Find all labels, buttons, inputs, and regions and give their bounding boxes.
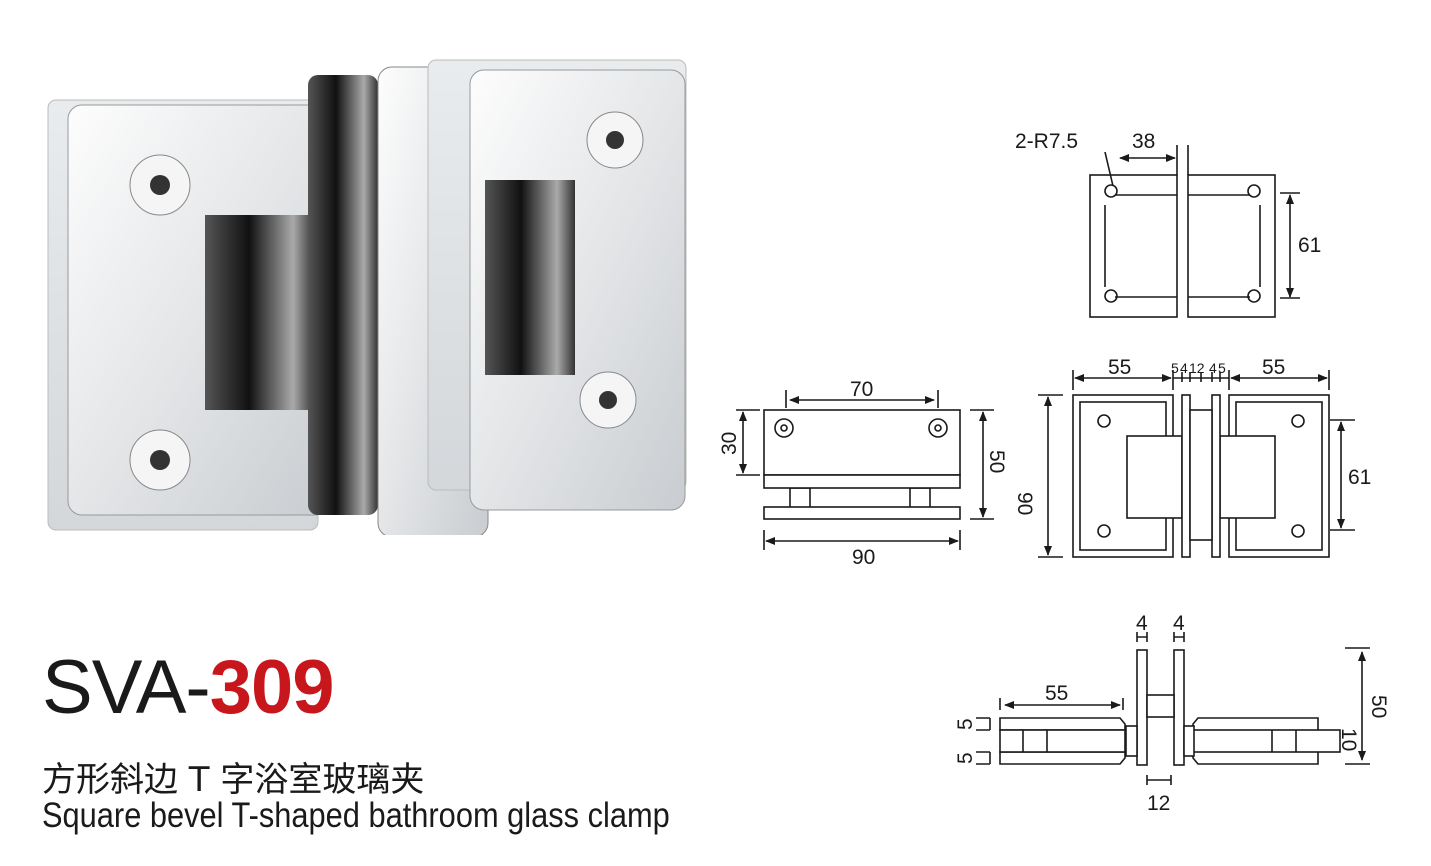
dim-front-height: 90	[1013, 492, 1036, 515]
dim-inner-height: 61	[1348, 466, 1371, 489]
model-number: SVA-309	[42, 650, 335, 726]
dim-gap-c: 12	[1189, 360, 1205, 376]
dim-plate-b: 4	[1173, 612, 1185, 635]
top-view-drawing: 2-R7.5 38 61	[1015, 130, 1321, 318]
dim-gap-top: 5	[954, 718, 977, 730]
dim-gap-a: 5	[1171, 360, 1179, 376]
product-photo	[47, 59, 687, 535]
model-prefix: SVA-	[42, 645, 211, 730]
hinge-right-plate	[427, 59, 687, 511]
dim-spacing: 12	[1147, 792, 1170, 815]
dim-side-height: 50	[985, 450, 1008, 473]
dim-right-plate: 55	[1262, 356, 1285, 379]
dim-side-width: 90	[852, 546, 875, 569]
dim-radius: 2-R7.5	[1015, 130, 1078, 153]
dim-left-plate: 55	[1108, 356, 1131, 379]
dim-plate-a: 4	[1136, 612, 1148, 635]
product-name-chinese: 方形斜边 T 字浴室玻璃夹	[42, 760, 425, 800]
dim-section-length: 55	[1045, 682, 1068, 705]
dim-gap-b: 4	[1180, 360, 1188, 376]
dim-gap-bottom: 5	[954, 752, 977, 764]
dim-height: 61	[1298, 234, 1321, 257]
dim-section-height: 50	[1367, 695, 1390, 718]
dim-gap-d: 4	[1209, 360, 1217, 376]
model-code: 309	[209, 645, 335, 730]
product-name-english: Square bevel T-shaped bathroom glass cla…	[42, 796, 670, 835]
dim-width: 38	[1132, 130, 1155, 153]
dim-step: 10	[1337, 728, 1360, 751]
dim-gap-e: 5	[1218, 360, 1226, 376]
section-view-drawing: 4 4 55 5 5 50 10 12	[954, 612, 1390, 815]
side-view-drawing: 70 30 50 90	[718, 378, 1008, 569]
front-view-drawing: 55 5 4 12 4 5 55 90 61	[1013, 356, 1371, 558]
dim-offset: 30	[718, 432, 741, 455]
dim-hole-spacing: 70	[850, 378, 873, 401]
hinge-left-plate	[47, 99, 329, 531]
